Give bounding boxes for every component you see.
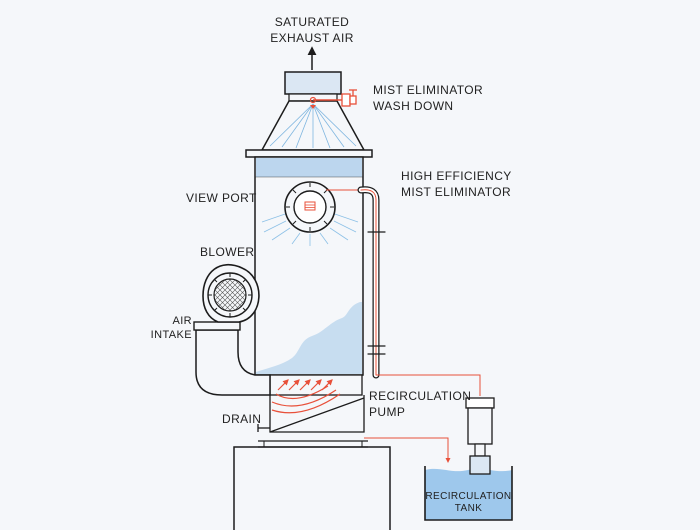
label-air-intake-line1: AIR — [172, 315, 192, 327]
recirculation-tank — [424, 466, 513, 521]
label-air-intake: AIR INTAKE — [150, 314, 192, 342]
label-drain: DRAIN — [222, 412, 262, 426]
top-flange — [245, 149, 373, 158]
label-mist-wash-line2: WASH DOWN — [373, 99, 454, 113]
label-recirc-pump-line1: RECIRCULATION — [369, 389, 472, 403]
recirculation-pump — [465, 397, 495, 475]
label-blower: BLOWER — [200, 245, 255, 259]
label-high-efficiency: HIGH EFFICIENCY MIST ELIMINATOR — [401, 168, 512, 200]
sump — [269, 395, 365, 433]
label-exhaust-line1: SATURATED — [274, 15, 350, 29]
label-view-port: VIEW PORT — [186, 191, 257, 205]
exhaust-cap — [284, 71, 342, 95]
pipe-feed-line — [376, 374, 481, 396]
suction-line — [364, 437, 451, 463]
view-port-glow — [261, 212, 359, 246]
recirculation-pipe — [357, 186, 386, 379]
label-exhaust: SATURATED EXHAUST AIR — [268, 14, 356, 46]
air-intake-flange — [193, 321, 241, 331]
support-base — [233, 446, 391, 530]
blower-duct — [195, 329, 271, 396]
label-mist-wash-line1: MIST ELIMINATOR — [373, 83, 484, 97]
label-air-intake-line2: INTAKE — [150, 329, 192, 341]
blower — [202, 263, 260, 323]
air-flow-arrows — [271, 379, 341, 414]
label-recirc-tank-line2: TANK — [454, 503, 483, 514]
label-high-eff-line2: MIST ELIMINATOR — [401, 185, 512, 199]
mist-eliminator-band — [256, 158, 362, 177]
label-mist-wash: MIST ELIMINATOR WASH DOWN — [373, 82, 483, 114]
view-port — [284, 181, 336, 233]
label-recirculation-pump: RECIRCULATION PUMP — [369, 388, 471, 420]
packing-media — [256, 302, 362, 374]
wash-spray — [269, 103, 357, 149]
label-exhaust-line2: EXHAUST AIR — [270, 31, 354, 45]
wash-down-valve — [309, 89, 357, 109]
label-high-eff-line1: HIGH EFFICIENCY — [401, 169, 512, 183]
label-recirc-tank-line1: RECIRCULATION — [425, 491, 512, 502]
label-recirc-pump-line2: PUMP — [369, 405, 406, 419]
label-recirculation-tank: RECIRCULATION TANK — [425, 491, 512, 515]
